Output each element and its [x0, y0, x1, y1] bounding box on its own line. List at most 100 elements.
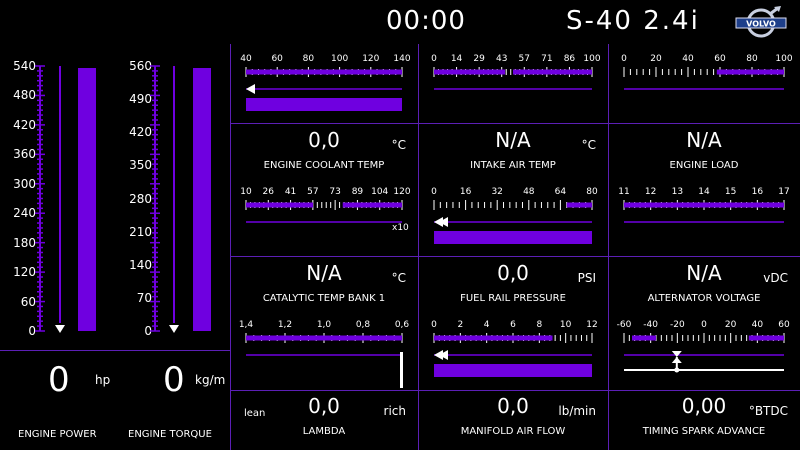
scale-label: 89	[351, 187, 364, 197]
gauge-scale	[245, 333, 403, 388]
vertical-scale	[150, 65, 211, 333]
vertical-scale	[35, 65, 96, 333]
scale-label: 80	[746, 54, 758, 64]
scale-label: 80	[302, 54, 315, 64]
scale-label: 60	[714, 54, 726, 64]
readout-unit: °C	[581, 138, 596, 152]
readout-value: N/A	[686, 261, 722, 285]
readout-unit-left: lean	[244, 408, 266, 419]
divider	[230, 256, 800, 257]
gauge-scale	[245, 200, 403, 223]
scale-label: 40	[240, 54, 252, 64]
scale-label: 16	[459, 187, 472, 197]
scale-label: 60	[778, 320, 790, 330]
scale-label: 40	[751, 320, 764, 330]
scale-label: 48	[523, 187, 535, 197]
scale-label: 29	[473, 54, 485, 64]
scale-label: 26	[262, 187, 274, 197]
scale-label: 300	[13, 176, 36, 191]
gauge-scale	[433, 333, 593, 377]
gauge-caption: FUEL RAIL PRESSURE	[460, 293, 566, 304]
lambda-marker	[400, 352, 403, 388]
scale-label: 17	[778, 187, 790, 197]
gauge-caption: TIMING SPARK ADVANCE	[642, 426, 766, 437]
level-bar	[246, 98, 402, 111]
scale-label: 0	[431, 54, 437, 64]
gauge-caption: ENGINE COOLANT TEMP	[263, 160, 385, 171]
clock: 00:00	[386, 6, 466, 36]
divider	[0, 350, 230, 351]
scale-label: 0	[144, 324, 152, 338]
scale-label: 57	[307, 187, 319, 197]
divider	[230, 123, 800, 124]
readout-value: 0	[48, 360, 70, 400]
gauge-caption: ENGINE TORQUE	[128, 429, 212, 440]
scale-label: 4	[483, 320, 490, 330]
scale-label: 12	[644, 187, 657, 197]
gauge-caption: CATALYTIC TEMP BANK 1	[262, 293, 386, 304]
scale-label: 480	[13, 88, 36, 103]
readout-unit: PSI	[577, 271, 596, 285]
readout-value: N/A	[306, 261, 342, 285]
divider	[230, 390, 800, 391]
scale-label: 0,8	[355, 320, 371, 330]
scale-label: -60	[616, 320, 632, 330]
scale-label: 60	[271, 54, 283, 64]
scale-label: 0,6	[394, 320, 410, 330]
svg-text:VOLVO: VOLVO	[746, 20, 776, 29]
scale-label: -40	[643, 320, 658, 330]
scale-label: 73	[329, 187, 341, 197]
scale-multiplier: x10	[392, 223, 409, 233]
readout-value: 0,00	[681, 394, 727, 418]
scale-label: 40	[682, 54, 694, 64]
gauge-caption: ENGINE POWER	[18, 429, 97, 440]
scale-label: 80	[586, 187, 598, 197]
readout-value: 0,0	[497, 394, 529, 418]
scale-label: 360	[13, 147, 36, 162]
scale-label: 13	[671, 187, 684, 197]
readout-unit: vDC	[763, 271, 788, 285]
scale-label: 8	[536, 320, 543, 330]
readout-unit: rich	[383, 404, 406, 418]
scale-label: 1,2	[277, 320, 293, 330]
scale-label: 16	[751, 187, 764, 197]
level-bar	[434, 231, 592, 244]
level-bar	[434, 364, 592, 377]
scale-label: 0	[28, 324, 36, 338]
scale-label: 20	[724, 320, 737, 330]
readout-unit: lb/min	[558, 404, 596, 418]
scale-label: 14	[450, 54, 463, 64]
scale-label: 140	[393, 54, 411, 64]
scale-label: 57	[518, 54, 530, 64]
scale-label: 0	[431, 187, 437, 197]
scale-label: 120	[393, 187, 411, 197]
scale-label: 540	[13, 59, 36, 73]
scale-label: 104	[371, 187, 389, 197]
scale-label: 210	[129, 224, 152, 239]
scale-label: 100	[583, 54, 601, 64]
scale-label: 71	[541, 54, 553, 64]
scale-label: 120	[362, 54, 380, 64]
scale-label: 140	[129, 257, 152, 272]
gauge-caption: LAMBDA	[302, 426, 346, 437]
scale-label: 15	[724, 187, 737, 197]
scale-label: 43	[495, 54, 508, 64]
scale-label: 60	[20, 294, 36, 309]
scale-label: 100	[775, 54, 793, 64]
readout-value: 0	[163, 360, 185, 400]
divider	[230, 44, 231, 450]
scale-label: 100	[331, 54, 349, 64]
readout-value: 0,0	[308, 128, 340, 152]
scale-label: 240	[13, 206, 36, 221]
scale-label: 10	[240, 187, 252, 197]
scale-label: 6	[510, 320, 516, 330]
scale-label: 420	[129, 125, 152, 140]
level-bar	[193, 68, 211, 331]
gauge-caption: ENGINE LOAD	[669, 160, 739, 171]
readout-unit: °C	[391, 271, 406, 285]
gauge-scale	[245, 67, 403, 111]
scale-label: 10	[559, 320, 572, 330]
scale-label: 490	[129, 92, 152, 107]
scale-label: 1,0	[316, 320, 332, 330]
gauge-caption: ALTERNATOR VOLTAGE	[647, 293, 761, 304]
